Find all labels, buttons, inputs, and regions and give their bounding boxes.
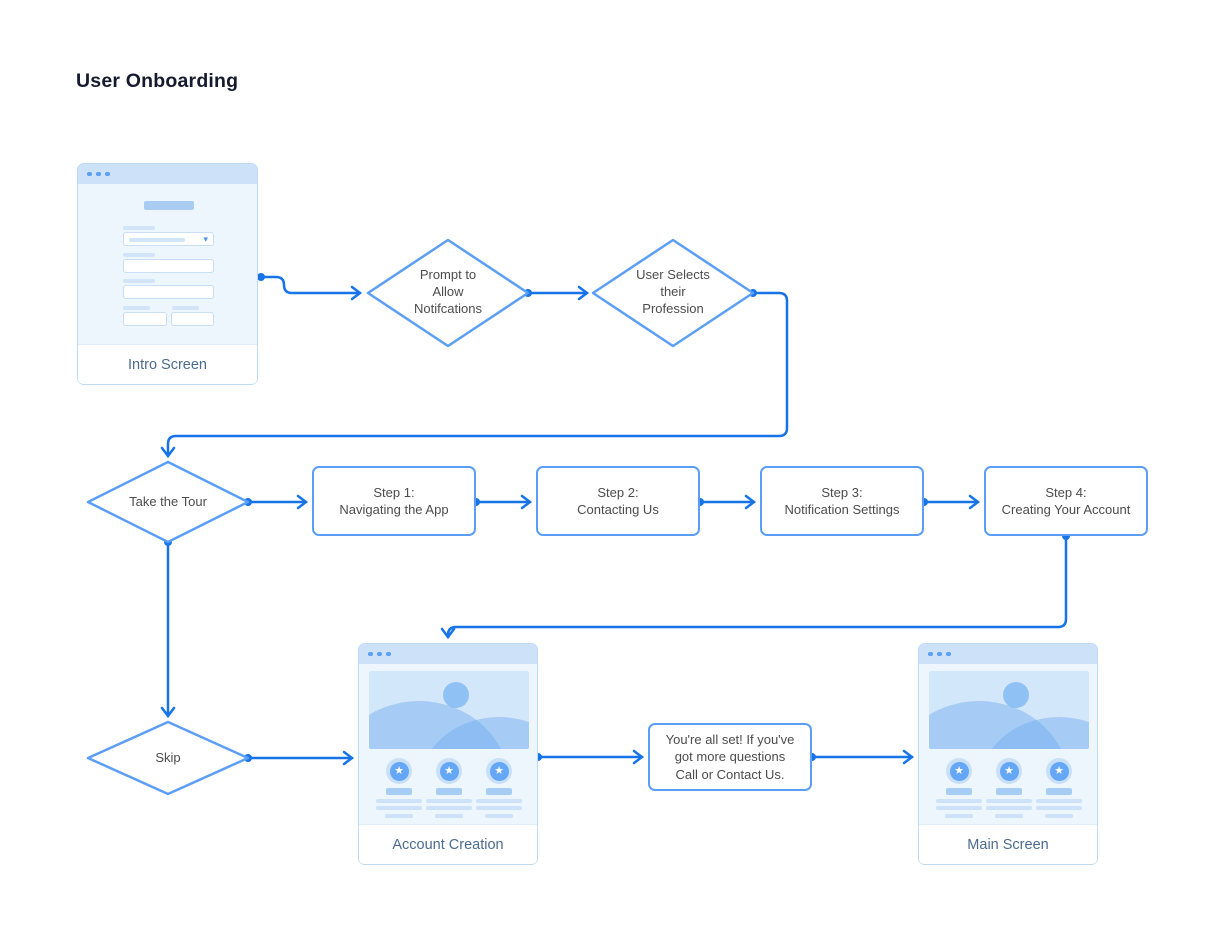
star-icon: ★ [386, 758, 412, 784]
feature-column: ★ [426, 758, 472, 818]
text-placeholder-line [936, 798, 982, 803]
text-placeholder-line [1036, 806, 1082, 810]
window-titlebar [919, 644, 1097, 664]
step-label: Step 4: Creating Your Account [1001, 484, 1131, 517]
window-control-dot [368, 651, 373, 657]
text-field [123, 285, 214, 299]
mountain-shape [369, 701, 501, 749]
text-placeholder-line [936, 806, 982, 810]
step-label: Step 2: Contacting Us [577, 484, 659, 517]
window-control-dot [946, 651, 951, 657]
text-placeholder-line [946, 788, 972, 795]
text-placeholder-line [996, 788, 1022, 795]
text-placeholder-line [986, 806, 1032, 810]
sun-icon [1003, 682, 1029, 708]
page-title: User Onboarding [76, 70, 239, 92]
screen-main[interactable]: ★ ★ ★ Main Screen [918, 643, 1098, 865]
feature-column: ★ [476, 758, 522, 818]
step-box-3[interactable]: Step 3: Notification Settings [760, 466, 924, 536]
feature-column: ★ [986, 758, 1032, 818]
feature-column: ★ [376, 758, 422, 818]
text-field [123, 259, 214, 273]
field-label-line [123, 226, 155, 230]
text-placeholder-line [995, 813, 1023, 818]
star-icon: ★ [486, 758, 512, 784]
connector-dot [257, 273, 265, 281]
step-box-1[interactable]: Step 1: Navigating the App [312, 466, 476, 536]
window-titlebar [359, 644, 537, 664]
window-control-dot [105, 171, 110, 177]
window-control-dot [96, 171, 101, 177]
window-control-dot [386, 651, 391, 657]
hero-image [929, 671, 1089, 749]
star-icon: ★ [436, 758, 462, 784]
window-control-dot [937, 651, 942, 657]
mountain-shape [431, 717, 529, 749]
decision-user-profession[interactable] [591, 238, 755, 348]
text-placeholder-line [476, 806, 522, 810]
text-placeholder-line [376, 806, 422, 810]
dropdown-field: ▾ [123, 232, 214, 246]
text-placeholder-line [435, 813, 463, 818]
step-label: Step 3: Notification Settings [784, 484, 900, 517]
mountain-shape [991, 717, 1089, 749]
text-placeholder-line [1045, 813, 1073, 818]
window-control-dot [87, 171, 92, 177]
note-label: You're all set! If you've got more quest… [665, 732, 795, 782]
text-placeholder-line [476, 798, 522, 803]
feature-column: ★ [936, 758, 982, 818]
field-label-line [123, 253, 155, 257]
dropdown-caret-icon: ▾ [203, 234, 208, 244]
sun-icon [443, 682, 469, 708]
connector-step4-to-account [440, 534, 1068, 640]
feature-column: ★ [1036, 758, 1082, 818]
star-icon: ★ [946, 758, 972, 784]
star-icon: ★ [1046, 758, 1072, 784]
connector-intro-to-prompt [259, 275, 363, 301]
text-placeholder-line [1046, 788, 1072, 795]
hero-image [369, 671, 529, 749]
decision-prompt-notifications[interactable] [366, 238, 530, 348]
text-placeholder-line [386, 788, 412, 795]
screen-label: Intro Screen [128, 356, 207, 373]
content-block [144, 201, 194, 210]
screen-account-creation[interactable]: ★ ★ ★ Account Creation [358, 643, 538, 865]
field-label-line [172, 306, 199, 310]
note-box[interactable]: You're all set! If you've got more quest… [648, 723, 812, 791]
screen-label: Main Screen [967, 836, 1049, 853]
step-box-2[interactable]: Step 2: Contacting Us [536, 466, 700, 536]
screen-intro[interactable]: ▾ Intro Screen [77, 163, 258, 385]
window-control-dot [377, 651, 382, 657]
decision-skip[interactable] [86, 720, 250, 796]
screen-footer: Intro Screen [78, 344, 257, 384]
field-value-line [129, 237, 185, 242]
text-placeholder-line [376, 798, 422, 803]
text-placeholder-line [426, 806, 472, 810]
field-label-line [123, 279, 155, 283]
connector-profession-to-tour [160, 291, 789, 459]
text-placeholder-line [426, 798, 472, 803]
screen-footer: Account Creation [359, 824, 537, 864]
mountain-shape [929, 701, 1061, 749]
window-titlebar [78, 164, 257, 184]
text-placeholder-line [1036, 798, 1082, 803]
screen-footer: Main Screen [919, 824, 1097, 864]
screen-label: Account Creation [392, 836, 504, 853]
text-placeholder-line [385, 813, 413, 818]
text-placeholder-line [945, 813, 973, 818]
text-placeholder-line [436, 788, 462, 795]
text-placeholder-line [986, 798, 1032, 803]
step-label: Step 1: Navigating the App [339, 484, 449, 517]
window-control-dot [928, 651, 933, 657]
text-placeholder-line [485, 813, 513, 818]
step-box-4[interactable]: Step 4: Creating Your Account [984, 466, 1148, 536]
star-icon: ★ [996, 758, 1022, 784]
field-label-line [123, 306, 150, 310]
decision-take-the-tour[interactable] [86, 460, 250, 544]
text-field [123, 312, 167, 326]
text-field [171, 312, 214, 326]
text-placeholder-line [486, 788, 512, 795]
